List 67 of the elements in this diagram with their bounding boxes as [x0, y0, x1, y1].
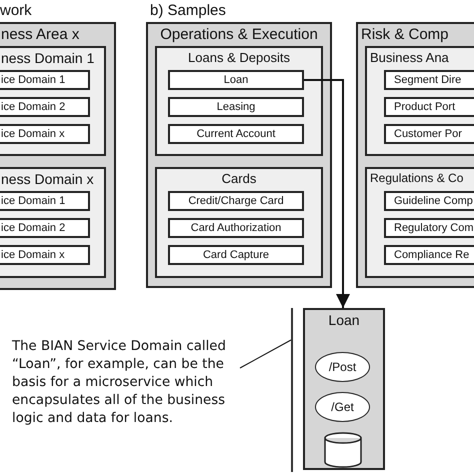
group-title: Regulations & Co [370, 171, 464, 185]
service-domain-label: Credit/Charge Card [188, 195, 284, 207]
service-domain-box [0, 97, 90, 117]
group-title: ness Domain 1 [1, 50, 94, 66]
service-domain-box [384, 191, 474, 211]
panel-heading: work [0, 2, 32, 19]
service-domain-box [168, 70, 304, 90]
group-box [0, 22, 116, 290]
service-domain-box [168, 124, 304, 144]
group-title: Operations & Execution [160, 26, 318, 43]
service-domain-label: Current Account [196, 128, 276, 140]
group-title: Cards [222, 171, 256, 186]
group-title: Business Ana [370, 50, 449, 65]
group-title: ness Area x [1, 26, 80, 43]
service-domain-label: Compliance Re [394, 249, 470, 261]
service-domain-label: ice Domain 2 [1, 222, 66, 234]
group-box [0, 46, 106, 156]
group-box [356, 22, 474, 288]
service-domain-label: Loan [224, 74, 248, 86]
service-domain-box [384, 124, 474, 144]
group-box [365, 167, 474, 278]
service-domain-box [384, 245, 474, 265]
service-domain-box [0, 218, 90, 238]
service-domain-label: ice Domain x [1, 128, 65, 140]
arrow [304, 79, 350, 308]
service-domain-label: Segment Dire [394, 74, 462, 86]
group-box [365, 46, 474, 156]
annotation-text: The BIAN Service Domain called “Loan”, for example, can be the basis for a microservice which encapsulates all of the business logic and data for loans. [12, 338, 238, 438]
service-domain-box [168, 97, 304, 117]
service-domain-label: Card Capture [202, 249, 270, 261]
service-domain-label: Regulatory Com [394, 222, 474, 234]
group-title: Loan [328, 312, 360, 328]
service-domain-box [0, 70, 90, 90]
service-domain-box [384, 218, 474, 238]
endpoint-label: /Post [328, 360, 356, 374]
service-domain-box [384, 70, 474, 90]
service-domain-box [384, 97, 474, 117]
group-title: ness Domain x [1, 171, 94, 187]
service-domain-box [168, 218, 304, 238]
service-domain-box [0, 191, 90, 211]
leader-line [240, 340, 292, 368]
service-domain-label: Card Authorization [190, 222, 282, 234]
endpoint-ellipse [315, 392, 370, 422]
vertical-line [291, 308, 293, 472]
service-domain-label: ice Domain 1 [1, 74, 66, 86]
panel-heading: b) Samples [150, 2, 226, 19]
service-domain-box [0, 245, 90, 265]
service-domain-label: Leasing [216, 101, 256, 113]
service-domain-box [168, 191, 304, 211]
service-domain-label: ice Domain 1 [1, 195, 66, 207]
group-box [303, 308, 385, 470]
service-domain-label: Customer Por [394, 128, 462, 140]
service-domain-label: Product Port [394, 101, 456, 113]
service-domain-box [168, 245, 304, 265]
service-domain-label: ice Domain 2 [1, 101, 66, 113]
group-box [146, 22, 332, 288]
group-title: Risk & Comp [361, 26, 449, 43]
service-domain-box [0, 124, 90, 144]
group-box [155, 167, 323, 278]
database-icon [324, 432, 362, 468]
service-domain-label: ice Domain x [1, 249, 65, 261]
group-box [155, 46, 323, 156]
endpoint-ellipse [315, 352, 370, 382]
service-domain-label: Guideline Comp [394, 195, 473, 207]
endpoint-label: /Get [331, 400, 354, 414]
group-title: Loans & Deposits [188, 50, 290, 65]
group-box [0, 167, 106, 278]
